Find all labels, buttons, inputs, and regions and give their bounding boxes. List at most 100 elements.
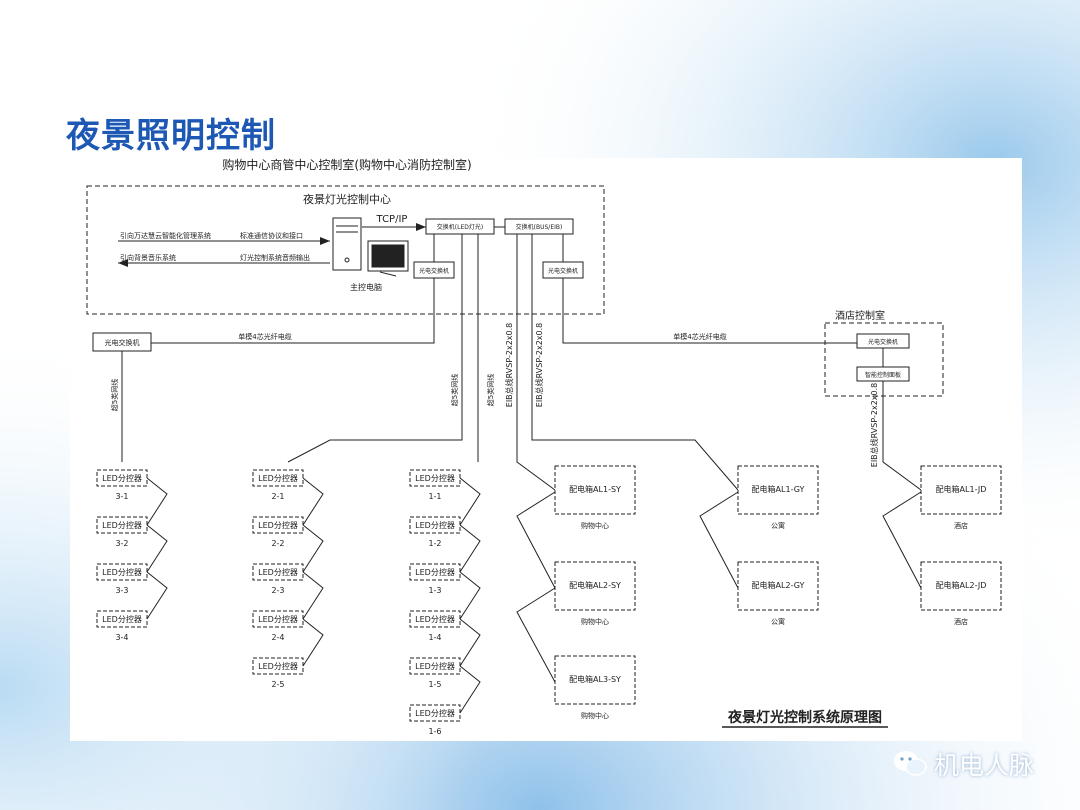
daisy-chain-link (459, 618, 481, 667)
daisy-chain-link (459, 477, 481, 526)
distribution-box-label: 配电箱AL2-JD (936, 580, 987, 590)
col3-label: LED分控器 (102, 614, 142, 624)
diagram-caption: 夜景灯光控制系统原理图 (727, 709, 882, 726)
svg-text:光电交换机: 光电交换机 (419, 267, 449, 275)
col3-id: 3-1 (115, 492, 128, 501)
eib-cable-sy: EIB总线RVSP-2x2x0.8 (504, 323, 514, 407)
daisy-chain-link (146, 571, 168, 620)
distribution-box-area: 购物中心 (581, 521, 609, 530)
col2-box (252, 657, 304, 675)
control-center-label: 夜景灯光控制中心 (303, 192, 391, 206)
watermark: 机电人脉 (892, 744, 1034, 784)
col3-id: 3-2 (115, 539, 128, 548)
col1-id: 1-3 (428, 586, 441, 595)
distribution-box-area: 公寓 (771, 617, 785, 626)
daisy-chain-link (302, 571, 324, 620)
col2-label: LED分控器 (258, 661, 298, 671)
col1-label: LED分控器 (415, 614, 455, 624)
col2-id: 2-2 (271, 539, 284, 548)
cat5-cable-1: 超5类网线 (486, 374, 495, 406)
bus-chain-link (882, 491, 922, 589)
distribution-box-area: 购物中心 (581, 711, 609, 720)
smart-panel-label: 智能控制面板 (865, 371, 901, 379)
protocol-label: TCP/IP (376, 214, 408, 225)
link-smart-mgmt: 引向万达慧云智能化管理系统 (120, 231, 211, 240)
slide-title: 夜景照明控制 (66, 116, 276, 156)
col3-id: 3-3 (115, 586, 128, 595)
svg-text:光电交换机: 光电交换机 (548, 267, 578, 275)
col2-label: LED分控器 (258, 614, 298, 624)
col1-label: LED分控器 (415, 661, 455, 671)
bus-chain-link (516, 587, 556, 683)
col1-id: 1-5 (428, 680, 441, 689)
daisy-chain-link (146, 524, 168, 573)
daisy-chain-link (146, 477, 168, 526)
hotel-room-label: 酒店控制室 (835, 309, 885, 322)
col3-label: LED分控器 (102, 473, 142, 483)
col1-label: LED分控器 (415, 473, 455, 483)
distribution-box (554, 561, 636, 611)
col1-id: 1-2 (428, 539, 441, 548)
col3-id: 3-4 (115, 633, 128, 642)
distribution-box-label: 配电箱AL1-SY (569, 484, 621, 494)
link-audio-out: 灯光控制系统音频输出 (240, 253, 310, 262)
daisy-chain-link (302, 477, 324, 526)
distribution-box-label: 配电箱AL1-JD (936, 484, 987, 494)
distribution-box-area: 酒店 (954, 521, 968, 530)
col2-id: 2-5 (271, 680, 284, 689)
main-pc-icon (332, 217, 409, 277)
distribution-box (920, 465, 1002, 515)
col2-id: 2-1 (271, 492, 284, 501)
eib-cable-gy: EIB总线RVSP-2x2x0.8 (534, 323, 544, 407)
col2-label: LED分控器 (258, 520, 298, 530)
distribution-box (737, 465, 819, 515)
col1-label: LED分控器 (415, 567, 455, 577)
diagram-panel: 购物中心商管中心控制室(购物中心消防控制室) 夜景灯光控制中心 主控电脑 引向万… (70, 158, 1022, 741)
col2-id: 2-4 (271, 633, 284, 642)
svg-text:光电交换机: 光电交换机 (868, 338, 898, 346)
col1-id: 1-6 (428, 727, 441, 736)
link-bg-music: 引向背景音乐系统 (120, 253, 176, 262)
watermark-text: 机电人脉 (934, 751, 1035, 780)
switch-led-label: 交换机(LED灯光) (437, 223, 483, 231)
cat5-cable-3: 超5类网线 (110, 379, 119, 411)
distribution-box (920, 561, 1002, 611)
switch-bus-label: 交换机(BUS/EIB) (516, 223, 563, 231)
wechat-icon (894, 751, 927, 776)
daisy-chain-link (459, 571, 481, 620)
col2-id: 2-3 (271, 586, 284, 595)
fiber-cable-right: 单模4芯光纤电缆 (673, 332, 726, 341)
eib-cable-jd: EIB总线RVSP-2x2x0.8 (869, 383, 879, 467)
col1-box (409, 704, 461, 722)
main-pc-label: 主控电脑 (350, 282, 382, 292)
daisy-chain-link (302, 618, 324, 667)
col2-label: LED分控器 (258, 567, 298, 577)
distribution-box-label: 配电箱AL3-SY (569, 674, 621, 684)
fiber-cable-left: 单模4芯光纤电缆 (238, 332, 291, 341)
hotel-room-frame (824, 322, 944, 397)
col2-label: LED分控器 (258, 473, 298, 483)
col1-id: 1-4 (428, 633, 441, 642)
distribution-box-area: 酒店 (954, 617, 968, 626)
daisy-chain-link (459, 665, 481, 714)
distribution-box-label: 配电箱AL2-GY (752, 580, 805, 590)
distribution-box (737, 561, 819, 611)
col1-label: LED分控器 (415, 708, 455, 718)
distribution-box (554, 465, 636, 515)
distribution-box (554, 655, 636, 705)
top-room-label: 购物中心商管中心控制室(购物中心消防控制室) (222, 158, 471, 172)
distribution-box-label: 配电箱AL1-GY (752, 484, 805, 494)
daisy-chain-link (302, 524, 324, 573)
link-std-protocol: 标准通信协议和接口 (240, 231, 303, 240)
control-room-frame (86, 185, 605, 315)
distribution-box-area: 公寓 (771, 521, 785, 530)
col3-label: LED分控器 (102, 567, 142, 577)
cat5-cable-2: 超5类网线 (450, 374, 459, 406)
svg-text:光电交换机: 光电交换机 (105, 338, 140, 347)
daisy-chain-link (459, 524, 481, 573)
bus-chain-link (516, 491, 556, 589)
col3-label: LED分控器 (102, 520, 142, 530)
distribution-box-area: 购物中心 (581, 617, 609, 626)
col1-id: 1-1 (428, 492, 441, 501)
col1-label: LED分控器 (415, 520, 455, 530)
